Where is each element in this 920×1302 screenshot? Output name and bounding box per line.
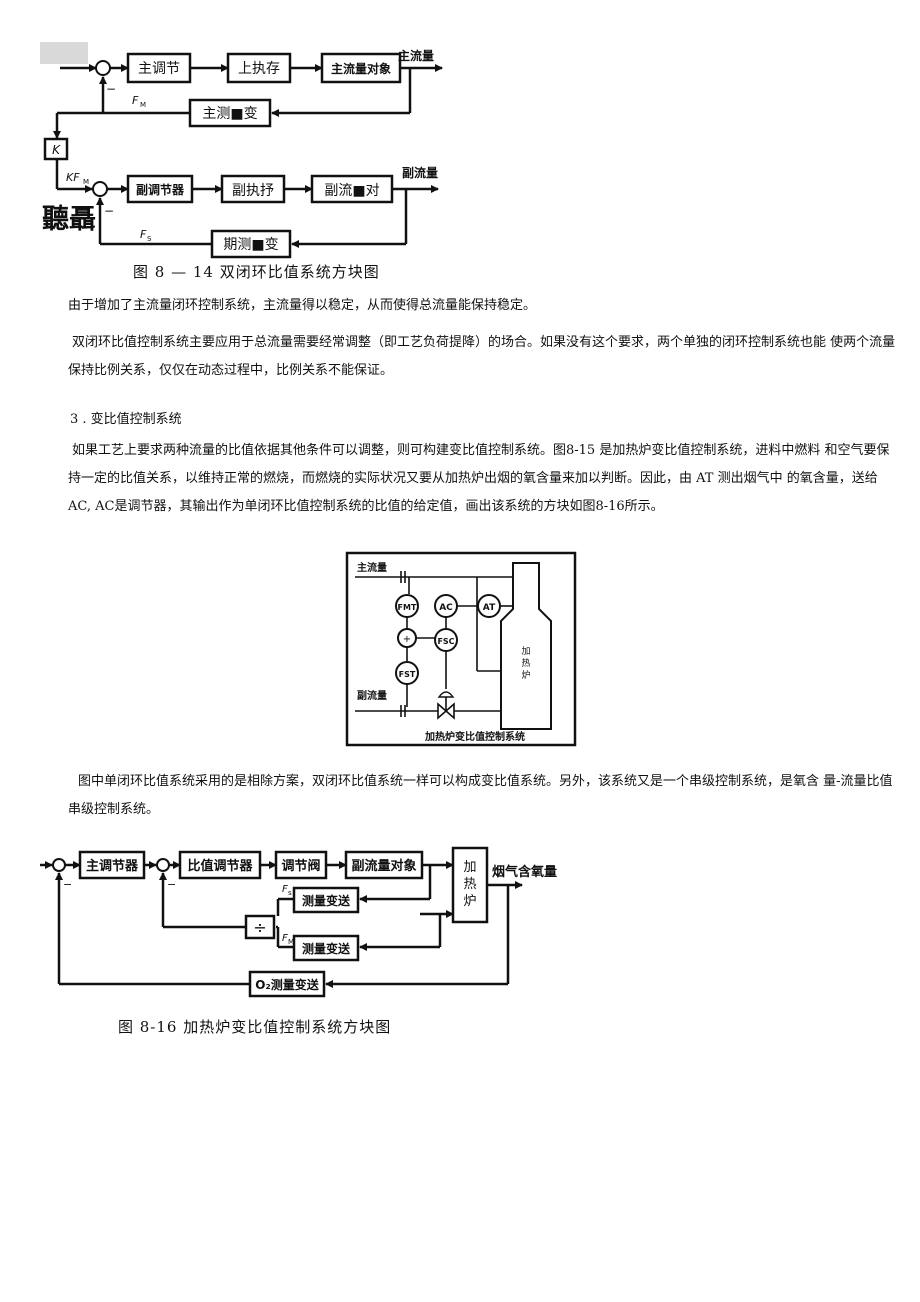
measure-fs-label: 测量变送 bbox=[302, 893, 351, 908]
sub-measure-label: 期测■变 bbox=[223, 237, 278, 253]
main-actuator-block bbox=[226, 52, 292, 84]
paragraph-1: 由于增加了主流量闭环控制系统，主流量得以稳定，从而使得总流量能保持稳定。 bbox=[68, 298, 537, 313]
figure-8-16-caption: 图 8-16 加热炉变比值控制系统方块图 bbox=[118, 1018, 392, 1036]
ratio-controller-label: 比值调节器 bbox=[187, 858, 253, 874]
fig16-furnace-block bbox=[451, 846, 489, 924]
sub-object-block bbox=[310, 174, 394, 204]
ac-label: AC bbox=[439, 603, 453, 613]
sub-controller-label: 副调节器 bbox=[136, 182, 185, 197]
fig16-furnace-char-3: 炉 bbox=[463, 894, 476, 909]
fig15-main-flow-label: 主流量 bbox=[357, 561, 387, 574]
furnace-char-2: 热 bbox=[521, 657, 530, 669]
ratio-k-label: K bbox=[52, 143, 61, 157]
o2-measure-label: O₂测量变送 bbox=[255, 977, 319, 992]
garbled-artifact-text: 聽聶 bbox=[42, 204, 96, 235]
flue-oxygen-output-label: 烟气含氧量 bbox=[492, 864, 557, 880]
fm-subscript: M bbox=[140, 101, 146, 109]
divider-label: ÷ bbox=[253, 918, 266, 937]
fig16-main-controller-label: 主调节器 bbox=[86, 858, 139, 874]
scan-noise bbox=[40, 42, 88, 64]
fig16-fm-subscript: M bbox=[288, 938, 294, 946]
paragraph-2: 双闭环比值控制系统主要应用于总流量需要经常调整（即工艺负荷提降）的场合。如果没有… bbox=[68, 335, 896, 378]
outer-minus-sign: − bbox=[63, 878, 72, 891]
figure-8-16-diagram: 主调节器 比值调节器 调节阀 副流量对象 加 热 炉 烟气含氧量 测量变送 F … bbox=[40, 846, 557, 998]
sub-object-label: 副流■对 bbox=[324, 183, 379, 199]
furnace-char-3: 炉 bbox=[521, 669, 530, 681]
sub-summing-junction bbox=[92, 181, 108, 197]
sub-flow-label: 副流量 bbox=[402, 165, 438, 180]
fig16-fs-subscript: s bbox=[288, 889, 292, 897]
fs-label: F bbox=[140, 228, 147, 241]
main-summing-junction bbox=[95, 60, 111, 76]
control-valve-label: 调节阀 bbox=[281, 858, 320, 874]
inner-summing-junction bbox=[156, 858, 170, 872]
sub-flow-object-label: 副流量对象 bbox=[351, 858, 416, 874]
at-label: AT bbox=[483, 603, 496, 613]
furnace-shape bbox=[500, 562, 552, 730]
fsc-label: FSC bbox=[437, 637, 454, 646]
paragraph-3: 如果工艺上要求两种流量的比值依据其他条件可以调整，则可构建变比值控制系统。图8-… bbox=[68, 443, 890, 514]
sub-actuator-label: 副执抒 bbox=[232, 183, 274, 199]
fig16-furnace-char-2: 热 bbox=[463, 877, 476, 892]
measure-fm-label: 测量变送 bbox=[302, 941, 351, 956]
main-measure-label: 主测■变 bbox=[202, 106, 257, 122]
outer-summing-junction bbox=[52, 858, 66, 872]
fig15-caption: 加热炉变比值控制系统 bbox=[424, 730, 525, 743]
main-minus-sign: − bbox=[106, 82, 116, 96]
fig16-fs-label: F bbox=[282, 884, 288, 895]
main-controller-label: 主调节 bbox=[138, 61, 180, 77]
fs-subscript: S bbox=[147, 235, 152, 243]
figure-8-14-diagram: 主调节 上执存 主流量对象 主流量 主测■变 − F M K KF M 副调节器… bbox=[40, 42, 443, 259]
ratio-controller-block bbox=[178, 850, 262, 880]
main-object-label: 主流量对象 bbox=[331, 61, 391, 76]
fm-label: F bbox=[132, 94, 139, 107]
fig16-main-controller-block bbox=[78, 850, 146, 880]
section-3-heading: 3 . 变比值控制系统 bbox=[70, 412, 182, 427]
fig15-sub-flow-label: 副流量 bbox=[357, 689, 387, 702]
main-actuator-label: 上执存 bbox=[238, 61, 280, 77]
o2-measure-block bbox=[248, 970, 326, 998]
sub-minus-sign: − bbox=[104, 204, 114, 218]
fig16-furnace-char-1: 加 bbox=[463, 860, 476, 875]
inner-minus-sign: − bbox=[167, 878, 176, 891]
paragraph-4: 图中单闭环比值系统采用的是相除方案，双闭环比值系统一样可以构成变比值系统。另外，… bbox=[68, 774, 893, 817]
figure-8-14-caption: 图 8 — 14 双闭环比值系统方块图 bbox=[133, 263, 380, 281]
measure-fm-block bbox=[292, 934, 360, 962]
fig16-fm-label: F bbox=[282, 933, 288, 944]
kfm-subscript: M bbox=[83, 178, 89, 186]
figure-8-15-diagram: 主流量 FMT + FST AC AT FSC 加 热 炉 副流量 加热炉变比值… bbox=[345, 551, 577, 747]
fmt-label: FMT bbox=[398, 603, 417, 612]
kfm-label: KF bbox=[66, 171, 80, 184]
fst-label: FST bbox=[399, 670, 416, 679]
main-object-block bbox=[320, 52, 402, 84]
furnace-char-1: 加 bbox=[521, 646, 530, 657]
main-flow-label: 主流量 bbox=[398, 48, 434, 63]
sum-label: + bbox=[403, 634, 411, 645]
